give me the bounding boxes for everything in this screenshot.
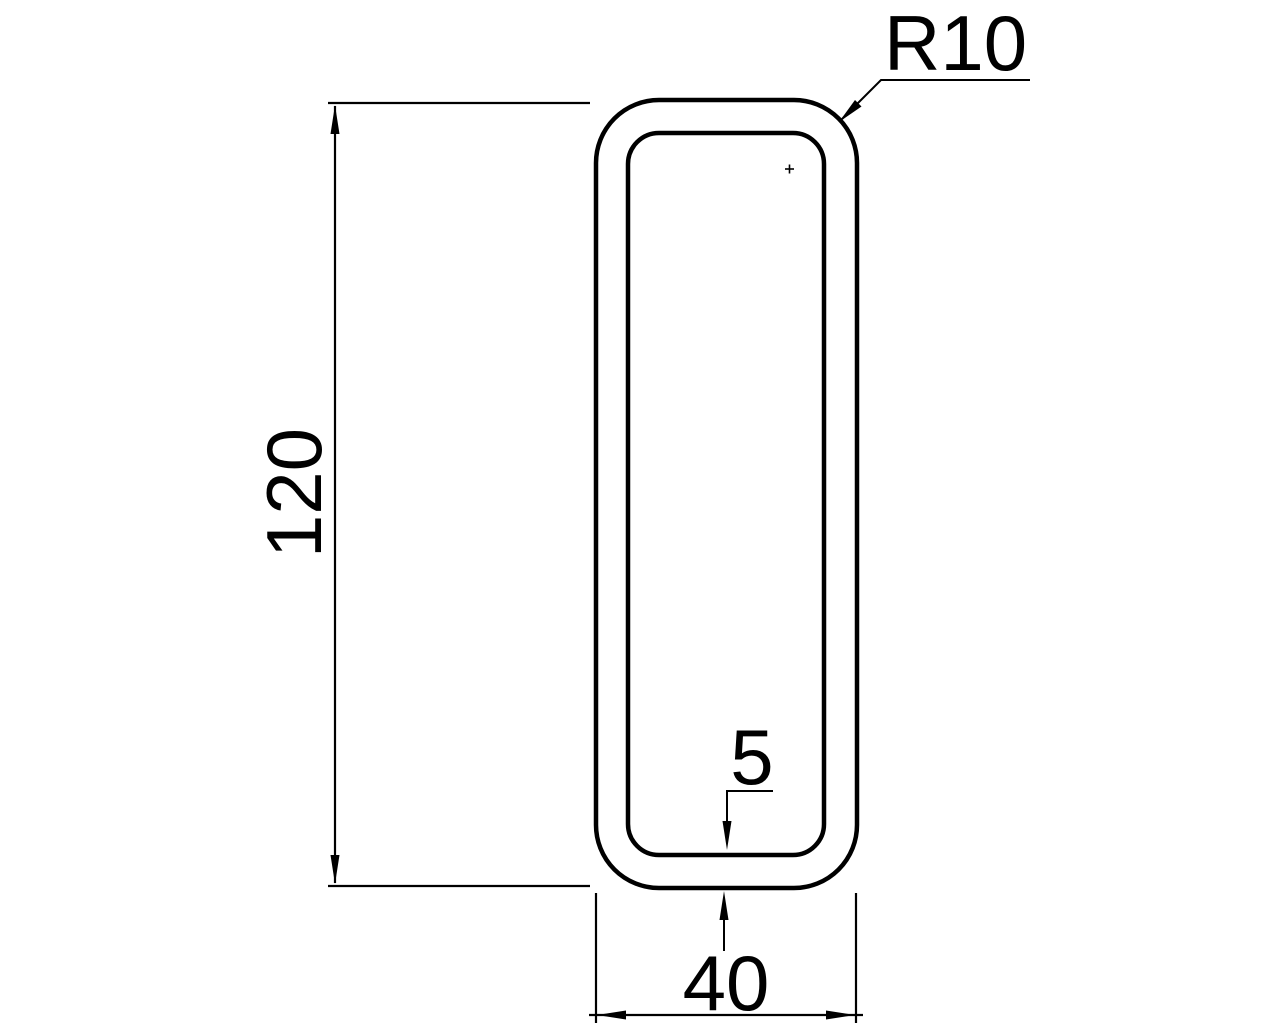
height-arrow-down-icon (330, 855, 340, 884)
height-dimension-label: 120 (250, 428, 338, 558)
radius-center-mark (785, 164, 794, 174)
wall-thickness-dimension: 5 (719, 713, 774, 951)
width-arrow-left-icon (597, 1010, 626, 1020)
wall-thickness-arrow-up-icon (719, 891, 729, 920)
corner-radius-label: R10 (884, 0, 1027, 87)
width-arrow-right-icon (826, 1010, 855, 1020)
corner-radius-callout: R10 (839, 0, 1030, 122)
inner-profile-outline (625, 130, 827, 858)
wall-thickness-arrow-down-icon (722, 821, 732, 850)
wall-thickness-label: 5 (730, 713, 773, 801)
corner-radius-arrow-icon (839, 100, 862, 122)
wall-thickness-leader-line (726, 790, 773, 824)
width-dimension: 40 (589, 893, 863, 1024)
height-arrow-up-icon (330, 105, 340, 134)
tube-profile (593, 97, 860, 891)
outer-profile-outline (593, 97, 860, 891)
width-dimension-label: 40 (683, 939, 770, 1024)
height-dimension: 120 (250, 101, 590, 888)
